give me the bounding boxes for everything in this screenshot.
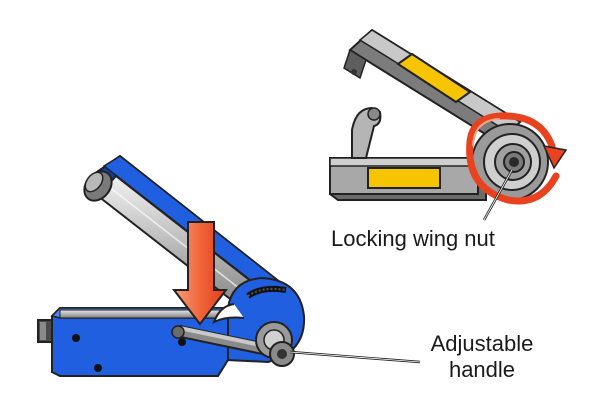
down-arrow-icon (171, 221, 229, 326)
steel-roller (96, 174, 254, 304)
locking-tool-illustration (329, 28, 568, 221)
arm-yellow-plate (396, 52, 472, 104)
roller-end-cap (83, 170, 113, 202)
wing-nut-icon (503, 151, 525, 173)
adjustable-handle-label-line1: Adjustable (430, 331, 534, 356)
stop-lever (351, 106, 382, 159)
handle-knob (269, 341, 295, 367)
adjustable-handle-label-line2: handle (448, 357, 516, 382)
bending-tool-illustration (37, 154, 421, 377)
base-yellow-plate (367, 167, 441, 189)
adjustable-handle-label: Adjustable handle (422, 331, 542, 383)
rotate-arrow-icon (466, 112, 568, 205)
blue-base-body (50, 307, 229, 377)
base-end-knob (37, 319, 53, 343)
locking-wing-nut-label: Locking wing nut (331, 226, 495, 251)
